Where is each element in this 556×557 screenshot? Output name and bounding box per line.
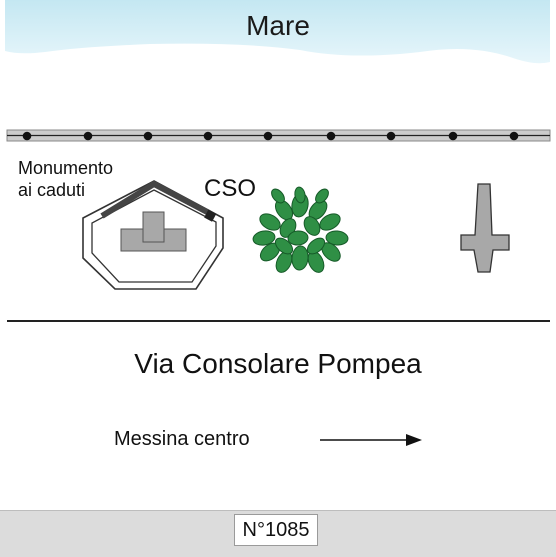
road-label: Via Consolare Pompea [134, 348, 422, 379]
monument-label-line2: ai caduti [18, 180, 86, 200]
monument-label: Monumento ai caduti [18, 157, 178, 201]
railing-line [6, 129, 551, 142]
cso-label: CSO [204, 175, 257, 202]
tree-icon [252, 186, 349, 273]
sea-label: Mare [246, 10, 310, 41]
civic-number-box: N°1085 [234, 514, 318, 546]
octagon-monument-icon [82, 180, 224, 290]
sea-area [5, 0, 550, 64]
arrow-right-icon [320, 434, 422, 446]
direction-label: Messina centro [114, 428, 250, 450]
statue-icon [460, 183, 510, 273]
monument-label-line1: Monumento [18, 158, 114, 178]
